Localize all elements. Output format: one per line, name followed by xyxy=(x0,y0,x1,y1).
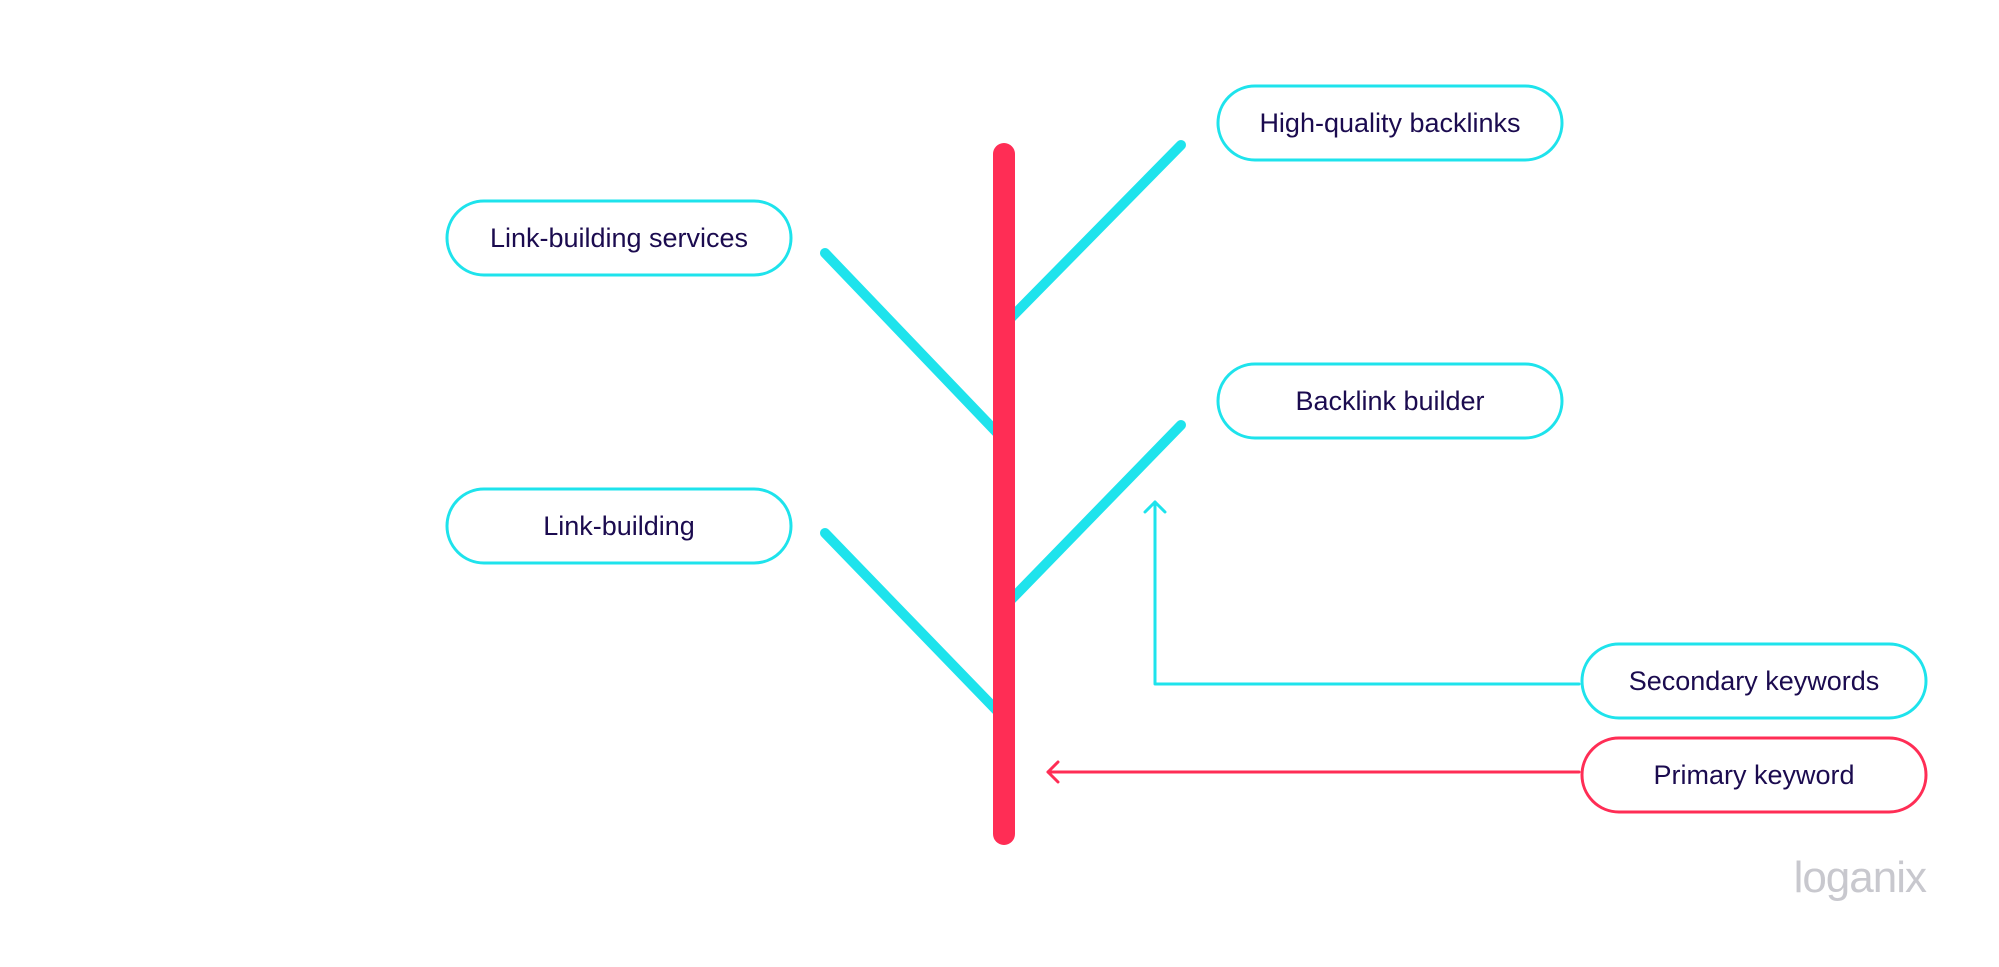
keyword-pill-link-building-services: Link-building services xyxy=(445,199,793,277)
pill-border xyxy=(1216,362,1564,440)
keyword-pill-high-quality-backlinks: High-quality backlinks xyxy=(1216,84,1564,162)
legend-pill-secondary-keywords: Secondary keywords xyxy=(1580,642,1928,720)
branch-link-building xyxy=(820,528,1009,723)
pill-border xyxy=(1216,84,1564,162)
secondary-keywords-arrow xyxy=(1143,500,1581,686)
loganix-logo: loganix xyxy=(1794,853,1927,902)
pill-border xyxy=(445,199,793,277)
pill-label: High-quality backlinks xyxy=(1259,108,1520,138)
pill-label: Primary keyword xyxy=(1653,760,1854,790)
branch-backlink-builder xyxy=(999,420,1186,612)
keyword-pill-backlink-builder: Backlink builder xyxy=(1216,362,1564,440)
branch-high-quality-backlinks xyxy=(999,140,1186,330)
pill-label: Link-building xyxy=(543,511,695,541)
pill-border xyxy=(1580,736,1928,814)
pill-border xyxy=(1580,642,1928,720)
pill-label: Secondary keywords xyxy=(1629,666,1880,696)
branches xyxy=(820,140,1186,723)
pill-label: Link-building services xyxy=(490,223,748,253)
secondary-arrow-line xyxy=(1153,500,1581,686)
keyword-pill-link-building: Link-building xyxy=(445,487,793,565)
legend-pill-primary-keyword: Primary keyword xyxy=(1580,736,1928,814)
primary-keyword-arrow xyxy=(1046,760,1581,784)
secondary-arrow-head xyxy=(1143,500,1167,514)
branch-link-building-services xyxy=(820,248,1009,445)
pill-border xyxy=(445,487,793,565)
primary-arrow-head xyxy=(1046,760,1060,784)
pill-label: Backlink builder xyxy=(1295,386,1484,416)
